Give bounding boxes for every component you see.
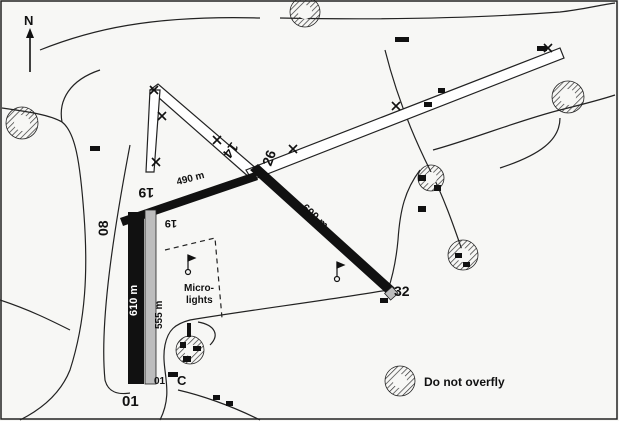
closed-runway-x-icon <box>288 144 298 154</box>
building <box>193 346 201 351</box>
hatched-circle-icon <box>417 164 445 192</box>
building <box>180 342 186 348</box>
closed-runway-x-icon <box>151 157 161 167</box>
boundary <box>103 144 131 395</box>
road <box>387 169 421 291</box>
grass-runways <box>145 47 565 181</box>
closed-runway-x-icon <box>149 85 159 95</box>
hatched-circle-icon <box>289 0 321 28</box>
runway-length-label: 490 m <box>175 170 205 188</box>
building <box>537 46 547 51</box>
clubhouse-c-label: C <box>177 373 187 388</box>
building <box>424 102 432 107</box>
buildings <box>90 37 547 406</box>
runway-01-19 <box>128 212 144 384</box>
hatched-circle-icon <box>551 80 585 114</box>
road <box>499 117 561 169</box>
building <box>395 37 409 42</box>
building <box>463 262 470 267</box>
building <box>438 88 445 93</box>
runway-32-threshold <box>384 286 399 301</box>
runway-19-upper-label: 19 <box>138 185 154 201</box>
closed-runway-x-icon <box>391 101 401 111</box>
building <box>380 298 388 303</box>
road <box>384 49 463 251</box>
building <box>455 253 462 258</box>
building <box>434 185 441 191</box>
road <box>432 94 616 151</box>
road <box>159 344 168 421</box>
building <box>183 356 191 362</box>
grass-runway-01-19-north <box>145 89 161 173</box>
road <box>60 69 101 123</box>
runway-length-label: 610 m <box>128 285 140 316</box>
legend-hatched-circle-icon <box>384 365 416 397</box>
closed-runway-markers <box>149 43 553 167</box>
microlights-label-line1: Micro- <box>184 283 214 294</box>
road <box>177 389 261 421</box>
building <box>168 372 178 377</box>
runway-01-small-label: 01 <box>154 376 166 387</box>
windsock-icon <box>184 254 197 276</box>
building <box>418 206 426 212</box>
hatched-circle-icon <box>5 106 39 140</box>
building <box>187 323 191 337</box>
legend-do-not-overfly: Do not overfly <box>424 375 505 389</box>
runway-14-32 <box>250 164 395 294</box>
closed-runway-x-icon <box>157 111 167 121</box>
road <box>39 17 261 51</box>
runway-length-label: 555 m <box>154 301 165 329</box>
road <box>19 214 87 421</box>
runway-01-19-grass-parallel <box>144 209 157 385</box>
grass-runway-08-26 <box>245 47 565 181</box>
runway-01-label: 01 <box>122 393 139 410</box>
building <box>213 395 220 400</box>
building <box>90 146 100 151</box>
building <box>226 401 233 406</box>
runway-26-label: 26 <box>259 148 279 168</box>
windsocks <box>184 254 346 283</box>
microlight-area-boundary <box>164 237 223 319</box>
north-label: N <box>24 13 33 28</box>
grass-runway-14-32 <box>149 83 259 179</box>
windsock-icon <box>333 261 346 283</box>
road <box>279 2 616 20</box>
north-arrow: N <box>24 13 34 72</box>
closed-runway-x-icon <box>212 135 222 145</box>
runway-19-lower-label: 19 <box>165 217 177 229</box>
hatched-circle-icon <box>447 239 479 271</box>
microlights-label-line2: lights <box>186 295 213 306</box>
runway-32-label: 32 <box>394 283 410 299</box>
road <box>197 321 216 346</box>
runway-08-label: 08 <box>95 220 111 236</box>
road <box>0 299 71 331</box>
north-arrowhead-icon <box>26 28 34 38</box>
paved-runways <box>120 164 399 385</box>
building <box>418 175 426 181</box>
